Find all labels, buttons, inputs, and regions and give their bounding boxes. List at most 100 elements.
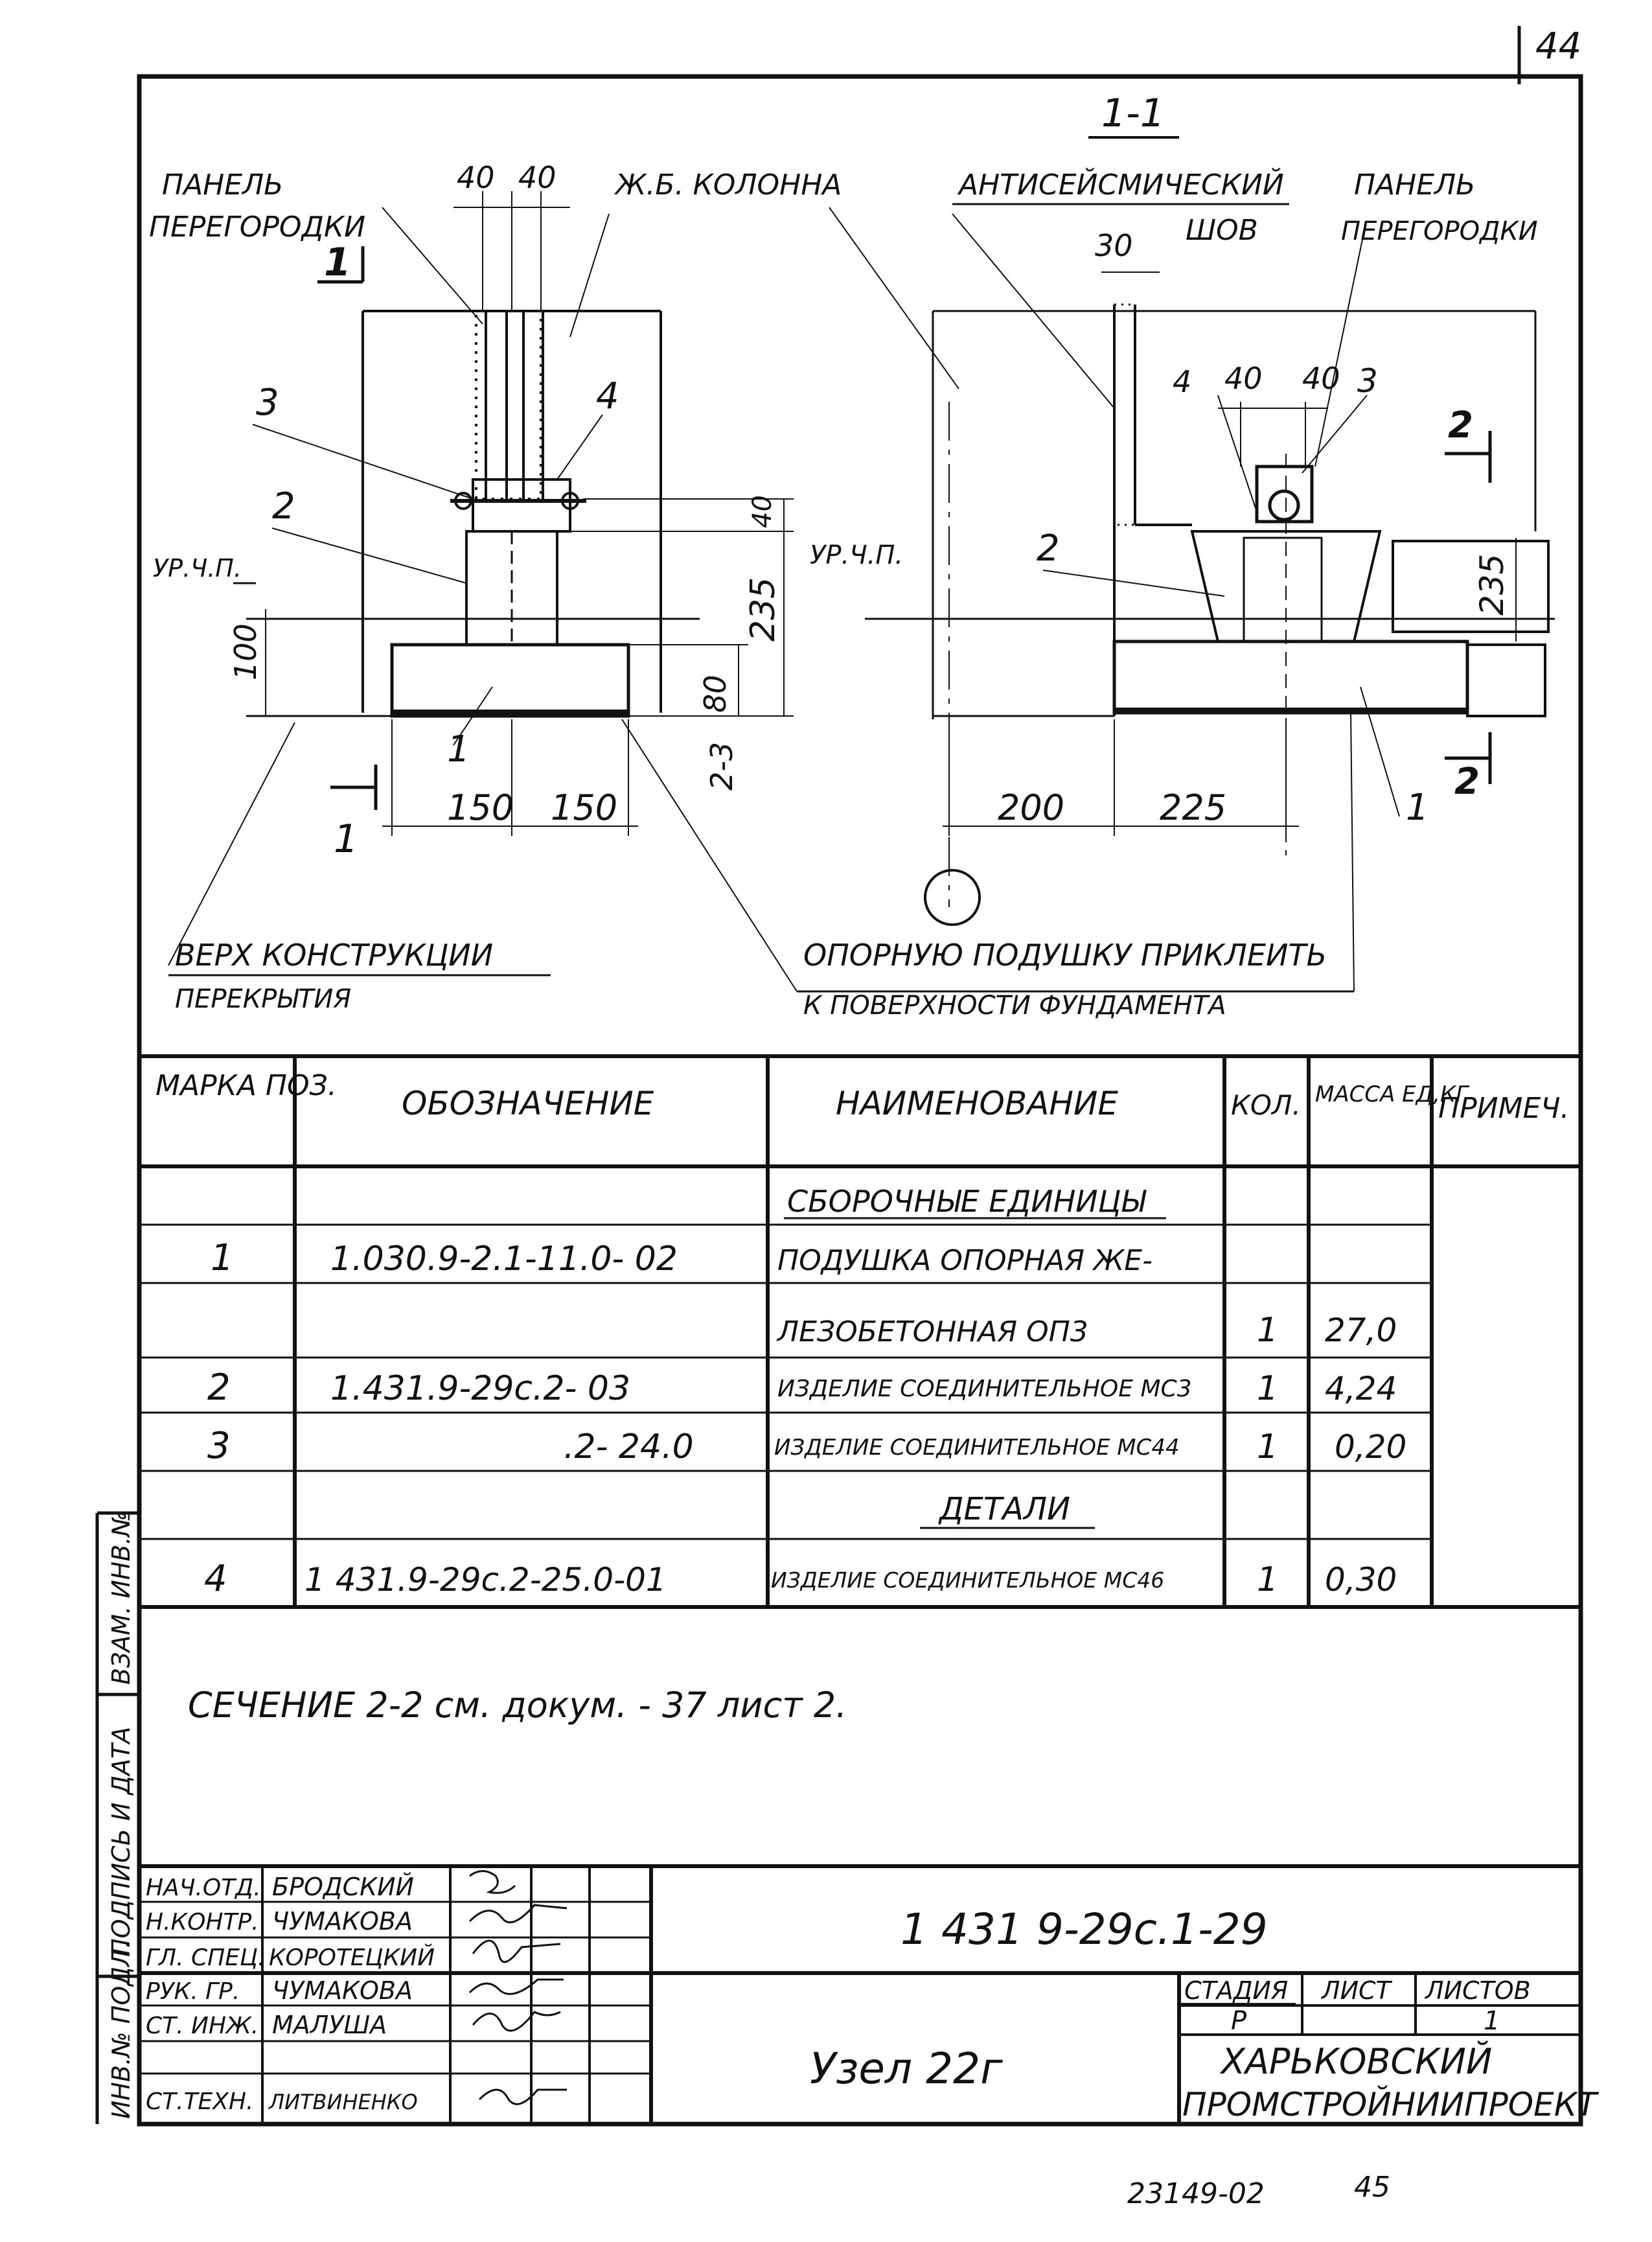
- tb-org-2: ПРОМСТРОЙНИИПРОЕКТ: [1182, 2085, 1599, 2123]
- section-note: СЕЧЕНИЕ 2-2 см. докум. - 37 лист 2.: [188, 1685, 847, 1726]
- spec-table: [139, 1054, 1581, 1609]
- tb-drawing-name: Узел 22г: [810, 2044, 1003, 2094]
- right-dim-200: 200: [998, 787, 1064, 828]
- row-0-name: СБОРОЧНЫЕ ЕДИНИЦЫ: [787, 1184, 1147, 1219]
- right-dim-225: 225: [1160, 787, 1226, 828]
- row-4-name: ИЗДЕЛИЕ СОЕДИНИТЕЛЬНОЕ МС44: [774, 1435, 1180, 1461]
- tb-name-5: ЛИТВИНЕНКО: [268, 2090, 418, 2114]
- right-pos4: 4: [1173, 364, 1191, 399]
- left-dim-80: 80: [698, 675, 733, 713]
- note-glue-1: ОПОРНУЮ ПОДУШКУ ПРИКЛЕИТЬ: [803, 938, 1327, 973]
- left-dim-235: 235: [744, 577, 783, 641]
- header-qty: КОЛ.: [1231, 1089, 1301, 1121]
- tb-sheets: 1: [1484, 2006, 1500, 2036]
- row-2-qty: 1: [1257, 1311, 1278, 1350]
- header-designation: ОБОЗНАЧЕНИЕ: [402, 1085, 654, 1122]
- row-3-qty: 1: [1257, 1369, 1278, 1408]
- footer-code: 23149-02: [1127, 2177, 1265, 2210]
- row-6-qty: 1: [1257, 1560, 1278, 1599]
- joint-label-1: АНТИСЕЙСМИЧЕСКИЙ: [957, 167, 1284, 202]
- right-level-label: УР.Ч.П.: [810, 540, 903, 570]
- left-dim-150a: 150: [447, 787, 514, 828]
- row-6-name: ИЗДЕЛИЕ СОЕДИНИТЕЛЬНОЕ МС46: [771, 1567, 1164, 1593]
- header-name: НАИМЕНОВАНИЕ: [836, 1085, 1118, 1122]
- left-level-label: УР.Ч.П.: [153, 554, 242, 583]
- row-4-qty: 1: [1257, 1427, 1278, 1466]
- right-cut-mark-top: 2: [1448, 404, 1473, 446]
- section-title: 1-1: [1101, 91, 1165, 136]
- row-3-pos: 2: [207, 1367, 231, 1409]
- row-2-name: ЛЕЗОБЕТОННАЯ ОП3: [776, 1315, 1088, 1348]
- stamp-vzam-inv: ВЗАМ. ИНВ.№: [107, 1511, 135, 1685]
- tb-name-2: КОРОТЕЦКИЙ: [269, 1944, 435, 1971]
- row-1-name: ПОДУШКА ОПОРНАЯ ЖЕ-: [777, 1244, 1153, 1277]
- tb-role-1: Н.КОНТР.: [146, 1909, 259, 1936]
- header-mark: МАРКА ПОЗ.: [155, 1069, 337, 1102]
- row-5-name: ДЕТАЛИ: [938, 1491, 1070, 1527]
- right-pos2: 2: [1037, 527, 1060, 570]
- header-mass: МАССА ЕД,КГ: [1315, 1081, 1470, 1107]
- tb-name-3: ЧУМАКОВА: [272, 1976, 413, 2005]
- tb-sheets-header: ЛИСТОВ: [1424, 1976, 1531, 2005]
- row-6-mass: 0,30: [1325, 1561, 1397, 1599]
- stamp-inv-podl: ИНВ.№ ПОДЛ.: [107, 1940, 135, 2119]
- tb-stage: Р: [1231, 2006, 1247, 2036]
- tb-role-2: ГЛ. СПЕЦ.: [146, 1945, 265, 1971]
- sheet-number: 44: [1535, 25, 1581, 67]
- left-dim-top-b: 40: [518, 160, 556, 195]
- note-top-2: ПЕРЕКРЫТИЯ: [175, 984, 351, 1014]
- left-panel-label-1: ПАНЕЛЬ: [162, 168, 283, 202]
- tb-sheet-header: ЛИСТ: [1320, 1976, 1393, 2005]
- tb-doc-code: 1 431 9-29с.1-29: [901, 1904, 1268, 1954]
- right-pos1: 1: [1406, 787, 1429, 829]
- left-dim-top-a: 40: [457, 160, 495, 195]
- row-6-code: 1 431.9-29с.2-25.0-01: [304, 1561, 667, 1599]
- note-top-1: ВЕРХ КОНСТРУКЦИИ: [175, 938, 493, 973]
- right-panel-label-2: ПЕРЕГОРОДКИ: [1341, 216, 1538, 246]
- right-panel-label-1: ПАНЕЛЬ: [1354, 168, 1475, 202]
- right-dim-30: 30: [1095, 228, 1133, 263]
- left-detail: [168, 191, 959, 992]
- left-dim-40: 40: [748, 495, 777, 528]
- left-panel-label-2: ПЕРЕГОРОДКИ: [149, 211, 365, 244]
- left-section-mark: 1: [324, 240, 351, 285]
- header-note: ПРИМЕЧ.: [1438, 1092, 1569, 1125]
- tb-role-3: РУК. ГР.: [146, 1978, 240, 2005]
- right-cut-mark-bottom: 2: [1454, 761, 1480, 803]
- row-1-pos: 1: [211, 1237, 234, 1279]
- right-dim-40a: 40: [1224, 361, 1263, 396]
- row-4-mass: 0,20: [1335, 1428, 1406, 1466]
- tb-org-1: ХАРЬКОВСКИЙ: [1219, 2041, 1492, 2082]
- right-detail: [797, 213, 1555, 993]
- tb-name-0: БРОДСКИЙ: [272, 1873, 414, 1901]
- left-cut-mark: 1: [334, 816, 358, 862]
- left-column-label: Ж.Б. КОЛОННА: [614, 168, 842, 202]
- tb-role-4: СТ. ИНЖ.: [146, 2013, 258, 2039]
- tb-name-1: ЧУМАКОВА: [272, 1907, 413, 1936]
- row-4-code: .2- 24.0: [564, 1427, 694, 1466]
- left-pos4: 4: [596, 375, 619, 417]
- left-pos3: 3: [256, 382, 279, 424]
- left-dim-100: 100: [228, 623, 263, 680]
- left-dim-2-3: 2-3: [704, 742, 739, 791]
- joint-label-2: ШОВ: [1186, 214, 1258, 247]
- row-1-code: 1.030.9-2.1-11.0- 02: [330, 1240, 678, 1278]
- tb-stage-header: СТАДИЯ: [1184, 1976, 1288, 2005]
- side-stamp: ИНВ.№ ПОДЛ. ПОДПИСЬ И ДАТА ВЗАМ. ИНВ.№: [95, 1511, 139, 2124]
- row-3-mass: 4,24: [1325, 1370, 1397, 1407]
- left-pos1: 1: [447, 728, 470, 770]
- tb-name-4: МАЛУША: [272, 2011, 387, 2039]
- row-3-name: ИЗДЕЛИЕ СОЕДИНИТЕЛЬНОЕ МС3: [777, 1376, 1192, 1402]
- stamp-signature-date: ПОДПИСЬ И ДАТА: [107, 1727, 135, 1957]
- row-3-code: 1.431.9-29с.2- 03: [330, 1369, 630, 1408]
- right-pos3: 3: [1357, 362, 1378, 400]
- left-dim-150b: 150: [551, 787, 617, 828]
- right-dim-40b: 40: [1302, 361, 1340, 396]
- main-frame: [137, 74, 1583, 2127]
- tb-role-5: СТ.ТЕХН.: [146, 2088, 253, 2115]
- right-dim-235: 235: [1473, 554, 1511, 616]
- row-2-mass: 27,0: [1325, 1312, 1397, 1349]
- footer-page: 45: [1354, 2171, 1390, 2204]
- note-glue-2: К ПОВЕРХНОСТИ ФУНДАМЕНТА: [803, 991, 1226, 1021]
